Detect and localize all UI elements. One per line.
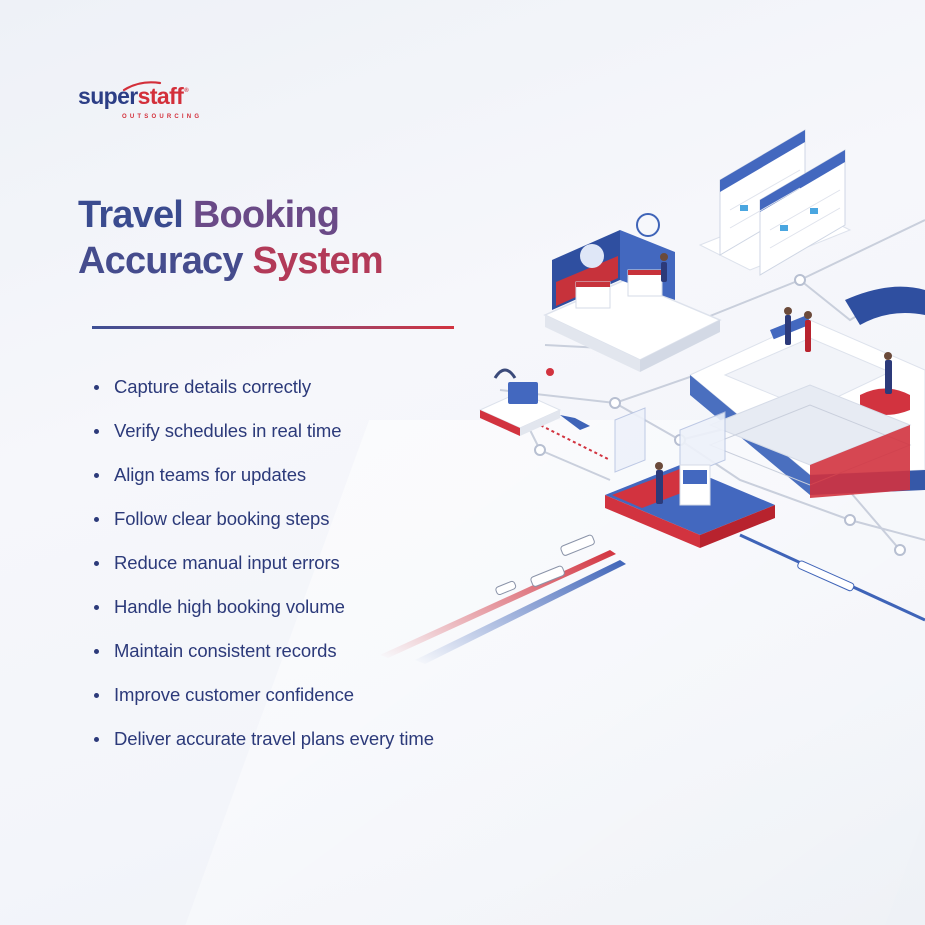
logo-tagline: OUTSOURCING	[122, 114, 203, 120]
train-icon	[797, 560, 855, 592]
list-item: Verify schedules in real time	[94, 416, 434, 460]
title-word-accuracy: Accuracy	[78, 240, 244, 282]
list-item-text: Capture details correctly	[114, 376, 311, 397]
list-item: Deliver accurate travel plans every time	[94, 724, 434, 768]
headset-icon	[493, 368, 517, 379]
bullet-dot-icon	[94, 737, 99, 742]
transport-trails	[380, 533, 925, 664]
bullet-dot-icon	[94, 385, 99, 390]
list-item-text: Improve customer confidence	[114, 684, 354, 705]
list-item: Capture details correctly	[94, 372, 434, 416]
title-word-travel: Travel	[78, 194, 184, 236]
list-item: Maintain consistent records	[94, 636, 434, 680]
list-item-text: Verify schedules in real time	[114, 420, 342, 441]
list-item: Improve customer confidence	[94, 680, 434, 724]
bullet-dot-icon	[94, 693, 99, 698]
stacked-platform	[708, 384, 912, 498]
calendar-panels	[698, 129, 852, 276]
list-item: Align teams for updates	[94, 460, 434, 504]
bullet-dot-icon	[94, 605, 99, 610]
title-line-1: Travel Booking	[78, 192, 383, 238]
calendar-panel-icon	[759, 149, 846, 276]
title-line-2: Accuracy System	[78, 238, 384, 284]
title-word-booking: Booking	[192, 194, 340, 236]
list-item-text: Align teams for updates	[114, 464, 307, 485]
car-icon	[495, 580, 517, 596]
globe-screen-icon	[580, 244, 604, 268]
list-item-text: Handle high booking volume	[114, 596, 345, 617]
list-item: Reduce manual input errors	[94, 548, 434, 592]
red-kiosk-platform	[605, 407, 775, 548]
list-item: Handle high booking volume	[94, 592, 434, 636]
list-item-text: Deliver accurate travel plans every time	[114, 728, 434, 749]
logo-staff-text: staff	[137, 83, 184, 109]
list-item-text: Follow clear booking steps	[114, 508, 330, 529]
bus-icon	[560, 534, 595, 556]
list-item: Follow clear booking steps	[94, 504, 434, 548]
globe-hologram-icon	[636, 213, 660, 237]
bullet-dot-icon	[94, 517, 99, 522]
feature-list: Capture details correctly Verify schedul…	[94, 372, 434, 768]
logo-swoosh-icon	[122, 81, 162, 92]
bus-icon	[530, 565, 565, 587]
flight-path-line	[529, 419, 611, 461]
list-item-text: Reduce manual input errors	[114, 552, 340, 573]
globe-kiosk-platform	[543, 213, 722, 372]
logo-registered-mark: ®	[184, 88, 189, 94]
headset-kiosk	[478, 368, 590, 436]
page-title: Travel Booking Accuracy System	[78, 192, 384, 284]
bullet-dot-icon	[94, 561, 99, 566]
airplane-icon	[560, 415, 590, 430]
list-item-text: Maintain consistent records	[114, 640, 337, 661]
travel-booking-illustration	[380, 129, 925, 664]
bullet-dot-icon	[94, 429, 99, 434]
bullet-dot-icon	[94, 649, 99, 654]
bullet-dot-icon	[94, 473, 99, 478]
title-word-system: System	[252, 240, 383, 282]
title-divider	[92, 326, 454, 329]
